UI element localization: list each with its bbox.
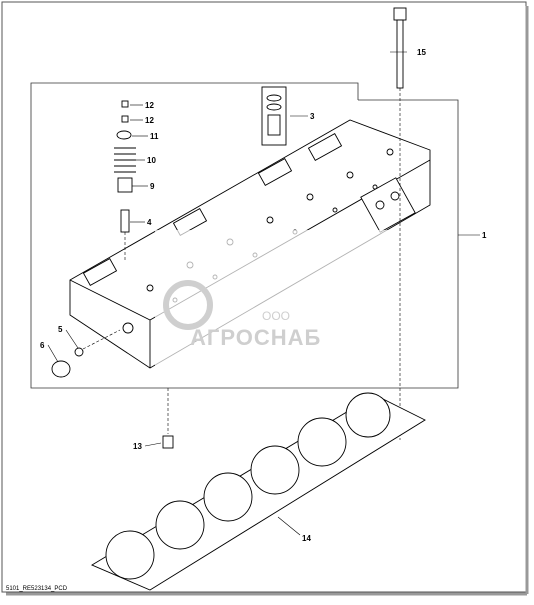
callout-1: 1: [482, 231, 487, 240]
injector-sleeve: [261, 86, 287, 146]
part-6: [51, 360, 71, 378]
figure-id: 5101_RE523134_PCD: [6, 586, 68, 592]
callout-11: 11: [150, 132, 159, 141]
part-9: [117, 177, 133, 193]
watermark: ООО АГРОСНАБ: [163, 280, 321, 350]
part-4: [120, 209, 130, 233]
callout-9: 9: [150, 182, 155, 191]
gear-icon: [163, 280, 213, 330]
part-12-upper: [121, 100, 129, 108]
callout-10: 10: [147, 156, 156, 165]
part-13-dowel: [162, 435, 174, 449]
valve-stack: [114, 100, 136, 233]
callout-leaders: [47, 51, 480, 536]
watermark-backdrop: [155, 230, 390, 380]
watermark-name: АГРОСНАБ: [190, 325, 321, 350]
callout-13: 13: [133, 442, 142, 451]
callout-12-upper: 12: [145, 101, 154, 110]
callout-15: 15: [417, 48, 426, 57]
part-11: [116, 130, 132, 140]
plug-and-seal: [51, 347, 84, 378]
callout-5: 5: [58, 325, 63, 334]
part-10-spring: [114, 147, 136, 173]
assembly-box: [30, 82, 459, 389]
callout-14: 14: [302, 534, 311, 543]
part-12-lower: [121, 115, 129, 123]
callout-12-lower: 12: [145, 116, 154, 125]
head-bolt: [393, 7, 407, 89]
callout-6: 6: [40, 341, 45, 350]
callout-4: 4: [147, 218, 152, 227]
watermark-prefix: ООО: [262, 309, 290, 323]
part-5: [74, 347, 84, 357]
head-gasket: [91, 392, 426, 591]
callout-3: 3: [310, 112, 315, 121]
